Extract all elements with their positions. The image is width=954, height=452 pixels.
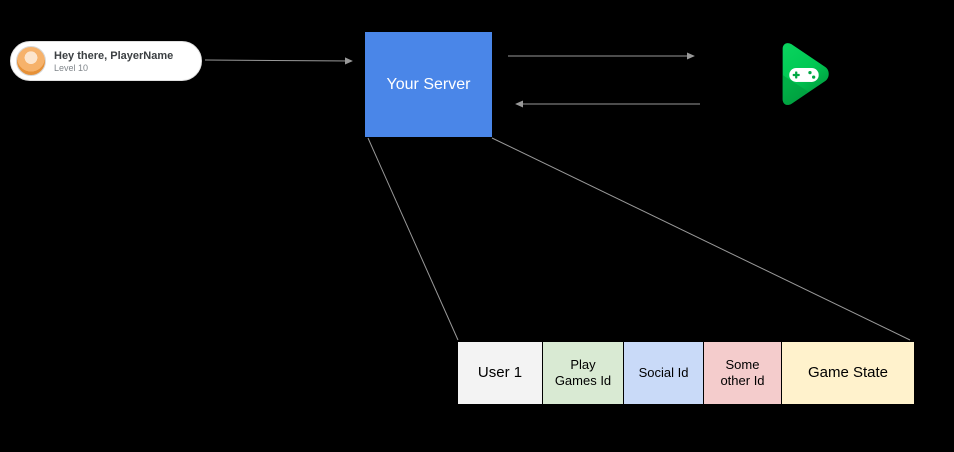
server-box: Your Server (365, 32, 492, 137)
google-play-games-icon (772, 40, 834, 108)
player-avatar-icon (16, 46, 46, 76)
player-level-text: Level 10 (54, 62, 89, 73)
table-cell-some-other-id: Some other Id (704, 342, 782, 404)
player-text: Hey there, PlayerName Level 10 (54, 49, 173, 74)
arrow-card-to-server (204, 57, 353, 65)
line-server-to-table-right (491, 137, 911, 341)
line-server-to-table-left (367, 137, 459, 341)
table-cell-game-state: Game State (782, 342, 914, 404)
table-cell-play-games-id: Play Games Id (543, 342, 624, 404)
player-greeting-text: Hey there, PlayerName (54, 49, 174, 62)
server-label: Your Server (386, 75, 471, 93)
table-cell-user: User 1 (458, 342, 543, 404)
table-cell-social-id: Social Id (624, 342, 704, 404)
player-greeting-card: Hey there, PlayerName Level 10 (10, 41, 202, 81)
user-id-table: User 1 Play Games Id Social Id Some othe… (457, 341, 915, 405)
